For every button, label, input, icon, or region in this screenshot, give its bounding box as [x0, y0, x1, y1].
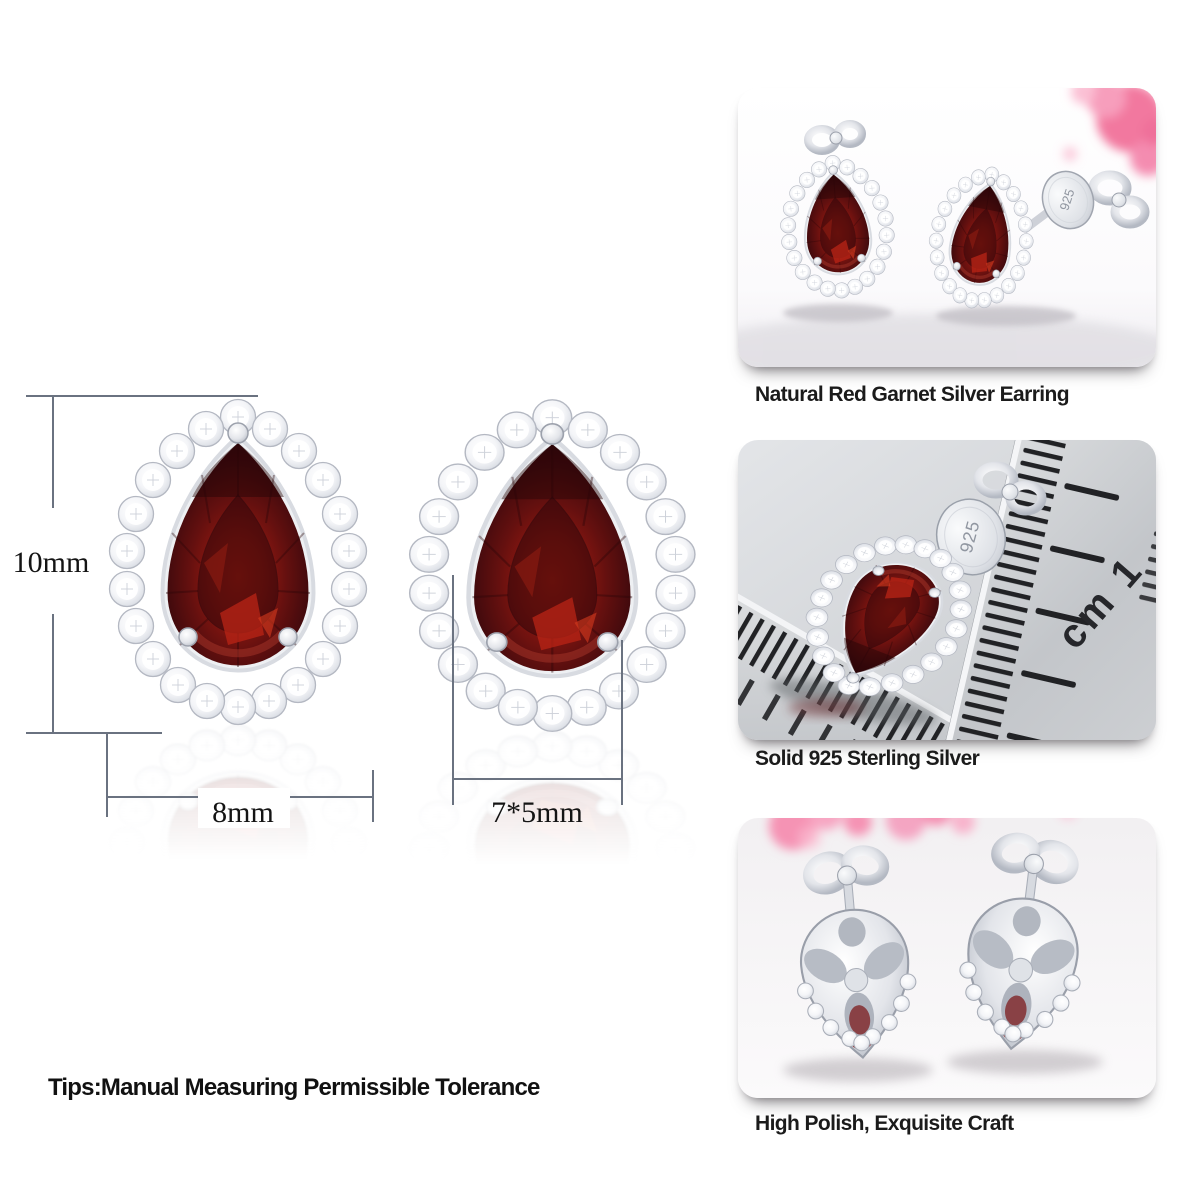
gem-size-dimension-label: 7*5mm	[491, 796, 583, 829]
gallery-photo-ruler: cm 1 925	[738, 440, 1156, 740]
height-dimension-label: 10mm	[13, 546, 90, 579]
tips-note: Tips:Manual Measuring Permissible Tolera…	[48, 1074, 540, 1101]
gallery-caption-2: Solid 925 Sterling Silver	[755, 747, 980, 770]
gallery-photo-earrings-pair: 925	[738, 88, 1156, 367]
ruler-scene: cm 1 925	[738, 440, 1156, 740]
silver-stamp-disc: 925	[1041, 170, 1095, 230]
ruler-cm: cm 1	[933, 440, 1156, 740]
stud-earring-on-ruler: 925	[772, 461, 1047, 722]
silver-stamp-disc: 925	[935, 498, 1007, 576]
earring-backs-scene	[738, 818, 1156, 1098]
silver-stamp-925: 925	[1057, 187, 1078, 212]
gallery-caption-1: Natural Red Garnet Silver Earring	[755, 383, 1070, 406]
gallery-photo-earring-backs	[738, 818, 1156, 1098]
pink-flower-decor	[769, 818, 1074, 850]
stud-earring-front	[776, 120, 899, 302]
gallery-caption-3: High Polish, Exquisite Craft	[755, 1112, 1014, 1135]
earrings-pair-scene: 925	[738, 88, 1156, 367]
pink-flower-decor	[1063, 88, 1156, 176]
main-earrings-view: 10mm 8mm 7*5mm	[13, 360, 740, 880]
stud-earring-side: 925	[920, 157, 1150, 317]
width-dimension-label: 8mm	[212, 796, 274, 829]
